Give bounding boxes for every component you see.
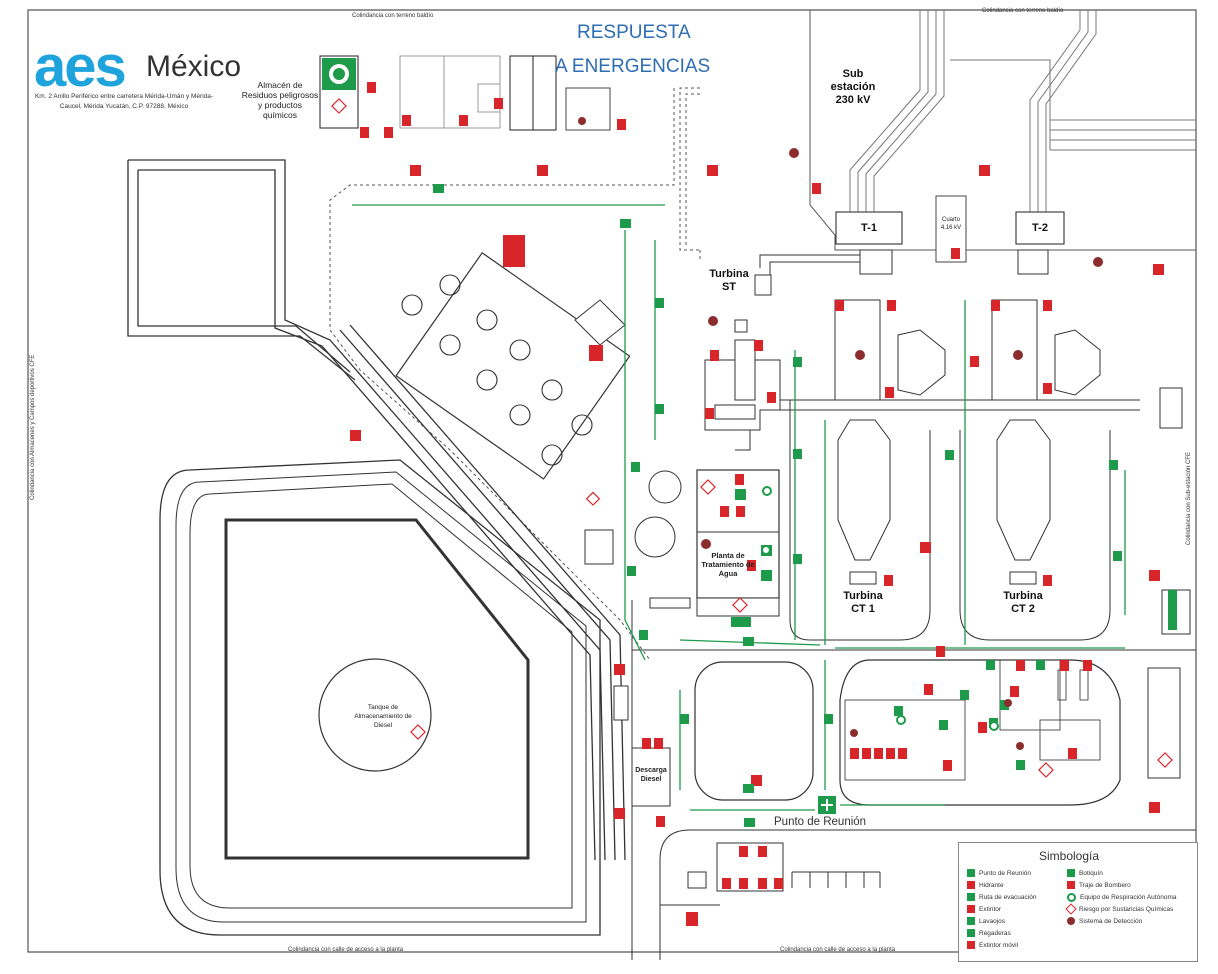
cooling-tower [395, 252, 631, 480]
turbine-ct1-label: Turbina CT 1 [843, 590, 883, 615]
diesel-tank-label: Tanque de Almacenamiento de Diesel [354, 704, 412, 729]
diesel-unload-box [631, 747, 671, 807]
oval-pond [694, 661, 814, 801]
breathing-swatch-icon [1067, 893, 1076, 902]
turbine-st-label: Turbina ST [709, 268, 749, 293]
chemical-risk-swatch-icon [1065, 903, 1077, 915]
page-title-line2: A ENERGENCIAS [555, 56, 711, 77]
dashed-perimeter [329, 87, 700, 661]
boundary-left: Colindancia con Almacenes y Campos depor… [30, 354, 36, 500]
legend-item-eyewash: Lavaojos [967, 917, 1005, 925]
t1-label: T-1 [861, 222, 877, 234]
turbine-ct1 [834, 249, 946, 585]
legend-item-shower: Regaderas [967, 929, 1011, 937]
legend-item-hydrant: Hidrante [967, 881, 1004, 889]
legend-item-firefighter-suit: Traje de Bombero [1067, 881, 1131, 889]
breathing-markers [761, 486, 999, 731]
brand-country: México [146, 50, 242, 83]
company-address: Km. 2 Anillo Periférico entre carretera … [34, 93, 214, 110]
evacuation-swatch-icon [967, 893, 975, 901]
detection-markers [578, 117, 1103, 750]
turbine-ct2-label: Turbina CT 2 [1003, 590, 1043, 615]
fans [401, 274, 593, 466]
boundary-bottom-left: Colindancia con calle de acceso a la pla… [288, 947, 404, 953]
legend-item-detection: Sistema de Detección [1067, 917, 1142, 925]
detection-swatch-icon [1067, 917, 1075, 925]
water-plant-label: Planta de Tratamiento de Agua [701, 551, 755, 578]
diesel-containment [159, 459, 601, 936]
legend-item-evacuation-route: Ruta de evacuación [967, 893, 1036, 901]
eyewash-swatch-icon [967, 917, 975, 925]
firefighter-suit-swatch-icon [1067, 881, 1075, 889]
legend-title: Simbología [1039, 849, 1100, 863]
transformer-t1 [835, 211, 903, 245]
page-title-line1: RESPUESTA [577, 22, 691, 43]
boundary-bottom-right: Colindancia con calle de acceso a la pla… [780, 947, 896, 953]
chemical-risk-markers [331, 98, 1173, 778]
t2-label: T-2 [1032, 222, 1048, 234]
hydrant-markers [350, 82, 1164, 926]
brand-logo: aes México [34, 38, 241, 96]
meeting-point-label: Punto de Reunión [774, 816, 867, 828]
turbine-ct2 [991, 249, 1101, 585]
substation-label: Sub estación 230 kV [830, 68, 876, 106]
turbine-st [704, 274, 781, 451]
substation-lines [849, 10, 1196, 212]
shower-swatch-icon [967, 929, 975, 937]
boundary-top-left: Colindancia con terreno baldío [352, 13, 434, 19]
aes-logo: aes [34, 38, 127, 96]
mobile-extinguisher-swatch-icon [967, 941, 975, 949]
pond-outline [127, 159, 626, 861]
aes-logo-text: aes [34, 34, 127, 99]
extinguisher-swatch-icon [967, 905, 975, 913]
legend-box: Simbología Punto de Reunión Hidrante Rut… [958, 842, 1198, 962]
legend-item-extinguisher: Extintor [967, 905, 1001, 913]
boundary-top-right: Colindancia con terreno baldío [982, 8, 1064, 14]
diesel-tank [318, 658, 432, 772]
legend-item-mobile-extinguisher: Extintor móvil [967, 941, 1018, 949]
room-label: Cuarto 4.16 kV [940, 217, 962, 231]
waste-store-label: Almacén de Residuos peligrosos y product… [241, 80, 319, 120]
legend-item-chemical-risk: Riesgo por Sustancias Químicas [1065, 903, 1173, 915]
first-aid-swatch-icon [1067, 869, 1075, 877]
diesel-unload-label: Descarga Diesel [635, 767, 667, 783]
legend-item-first-aid: Botiquín [1067, 869, 1103, 877]
evacuation-routes [352, 204, 1126, 811]
legend-item-breathing-equipment: Equipo de Respiración Autónoma [1067, 893, 1176, 902]
meeting-point-swatch-icon [967, 869, 975, 877]
legend-item-meeting-point: Punto de Reunión [967, 869, 1031, 877]
boundary-right: Colindancia con Sub-estación CFE [1186, 451, 1192, 545]
hydrant-swatch-icon [967, 881, 975, 889]
transformer-t2 [1015, 211, 1065, 245]
